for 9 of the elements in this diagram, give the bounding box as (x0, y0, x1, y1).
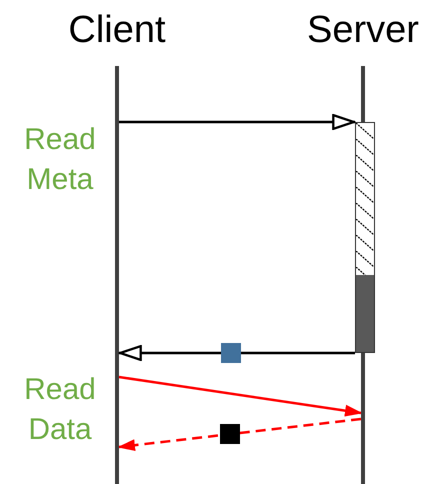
participant-label: Client (67, 8, 167, 53)
participant-label: Server (306, 8, 420, 53)
phase-label: Read Data (23, 372, 97, 448)
message-arrow (118, 376, 362, 416)
phase-label: Read Meta (23, 122, 97, 198)
activation-bar (355, 122, 375, 353)
message-arrow (119, 345, 355, 361)
message-arrow (119, 114, 355, 130)
message-arrow (118, 418, 362, 451)
